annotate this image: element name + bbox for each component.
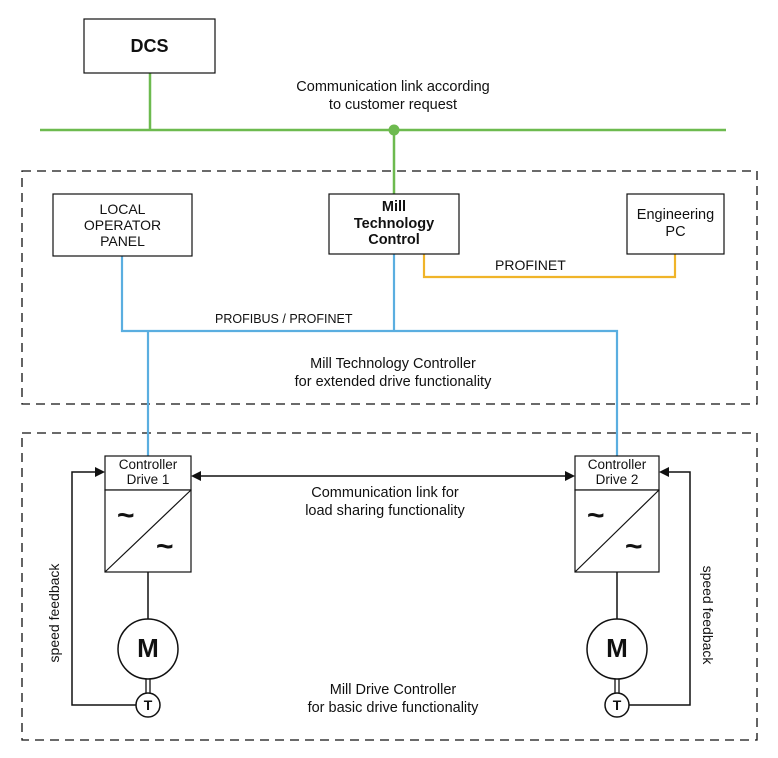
lower-region-caption: Mill Drive Controller for basic drive fu… — [262, 681, 524, 717]
upper-region-caption: Mill Technology Controller for extended … — [262, 355, 524, 391]
drive1-motor-circle — [117, 618, 179, 680]
comm-link-top-line2: to customer request — [328, 97, 458, 114]
drive2-controller-line1: Controller — [587, 457, 647, 473]
drive1-controller-line2: Drive 1 — [126, 472, 170, 487]
load-sharing-arrowhead-right — [565, 471, 575, 481]
mtc-line3: Control — [368, 232, 420, 249]
eng-pc-line1: Engineering — [636, 207, 715, 224]
drive1-controller-box — [104, 455, 192, 491]
profibus-label: PROFIBUS / PROFINET — [215, 312, 353, 326]
upper-region-line2: for extended drive functionality — [294, 374, 492, 391]
load-sharing-line2: load sharing functionality — [305, 503, 465, 520]
lower-region-frame — [21, 432, 758, 741]
drive2-dc-symbol: ~ — [625, 530, 643, 563]
drive1-controller-line1: Controller — [118, 457, 178, 473]
drive1-tacho-label: T — [143, 696, 153, 713]
upper-region-frame — [21, 170, 758, 405]
load-sharing-label: Communication link for load sharing func… — [260, 484, 510, 520]
drive1-speed-feedback-label: speed feedback — [46, 563, 62, 663]
drive1-speed-feedback-line — [71, 471, 136, 706]
comm-link-top-label: Communication link according to customer… — [262, 78, 524, 114]
local-panel-line1: LOCAL — [99, 200, 146, 217]
dcs-box — [83, 18, 216, 74]
eng-pc-label: Engineering PC — [627, 194, 724, 254]
drive2-feedback-arrowhead — [659, 467, 669, 477]
drive2-ac-symbol: ~ — [587, 499, 605, 532]
mtc-line2: Technology — [353, 215, 435, 232]
drive2-motor-label: M — [606, 633, 628, 664]
drive2-speed-feedback-label: speed feedback — [700, 565, 716, 665]
drive1-controller-label: Controller Drive 1 — [105, 456, 191, 490]
drive1-converter-diagonal — [104, 489, 192, 573]
profibus-line — [120, 256, 619, 456]
drive2-controller-box — [574, 455, 660, 491]
lower-region-line2: for basic drive functionality — [307, 700, 479, 717]
drive2-converter-diagonal — [574, 489, 660, 573]
local-panel-box — [52, 193, 193, 257]
drive1-ac-symbol: ~ — [117, 499, 135, 532]
drive2-controller-label: Controller Drive 2 — [575, 456, 659, 490]
profinet-label: PROFINET — [495, 257, 566, 273]
lower-region-line1: Mill Drive Controller — [329, 682, 457, 698]
drive2-tacho-label: T — [612, 696, 622, 713]
drive1-motor-label: M — [137, 633, 159, 664]
mtc-label: Mill Technology Control — [329, 194, 459, 254]
comm-link-top-line1: Communication link according — [296, 79, 490, 95]
drive2-speed-feedback-line — [629, 471, 691, 706]
eng-pc-line2: PC — [665, 224, 686, 240]
mtc-box — [328, 193, 460, 255]
drive1-dc-symbol: ~ — [156, 530, 174, 563]
load-sharing-line1: Communication link for — [311, 485, 459, 501]
bus-junction-dot — [388, 124, 400, 136]
profinet-line — [422, 254, 677, 279]
local-panel-line2: OPERATOR — [83, 216, 162, 233]
drive1-feedback-arrowhead — [95, 467, 105, 477]
load-sharing-arrowhead-left — [191, 471, 201, 481]
local-panel-line3: PANEL — [100, 233, 145, 250]
eng-pc-box — [626, 193, 725, 255]
mtc-line1: Mill — [381, 198, 407, 215]
local-panel-label: LOCAL OPERATOR PANEL — [53, 194, 192, 256]
drive2-motor-circle — [586, 618, 648, 680]
upper-region-line1: Mill Technology Controller — [310, 356, 476, 372]
dcs-label: DCS — [130, 35, 169, 56]
drive2-controller-line2: Drive 2 — [595, 472, 639, 487]
